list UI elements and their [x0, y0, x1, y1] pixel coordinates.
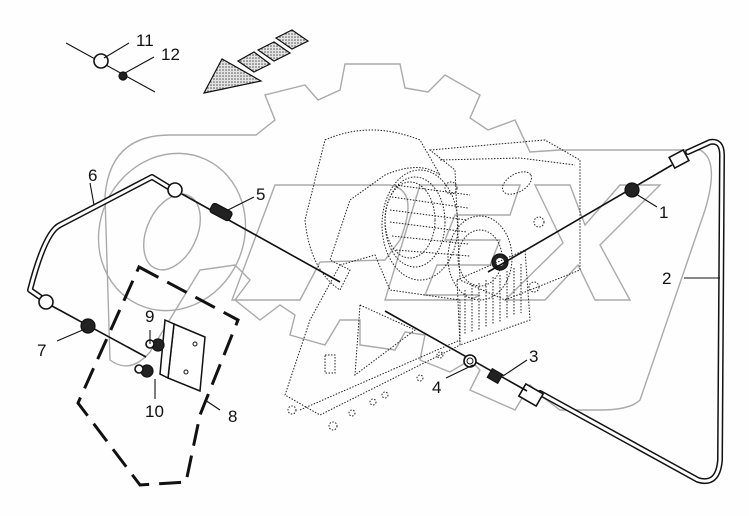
motor-gearbox-assembly: [284, 129, 581, 431]
valve-block: [159, 318, 206, 393]
part-3-nut-icon: [486, 367, 504, 385]
part-11-12-nut-assembly: [65, 42, 156, 93]
label-part-5: 5: [256, 185, 265, 204]
label-part-8: 8: [228, 407, 237, 426]
watermark-gear-outline: [104, 63, 713, 411]
mounting-bracket: [284, 254, 461, 431]
watermark-letter-x: [503, 184, 662, 301]
ring-icon: [118, 71, 128, 81]
label-part-10: 10: [145, 402, 164, 421]
part-1-fitting-icon: [624, 182, 640, 198]
tube-nut-top-icon: [167, 182, 183, 198]
label-part-11: 11: [136, 31, 154, 50]
direction-arrow-icon: [202, 29, 310, 94]
part-7-axis-line: [51, 305, 147, 358]
part-1-axis-line: [487, 164, 673, 273]
part-10-cap-icon: [134, 364, 144, 374]
part-5-union-icon: [209, 202, 233, 222]
label-part-4: 4: [432, 378, 441, 397]
label-part-9: 9: [145, 307, 154, 326]
part-3-4-axis-line: [384, 310, 528, 392]
label-part-12: 12: [161, 45, 180, 64]
tube-nut-bottom-icon: [38, 294, 54, 310]
part-number-labels: 1 2 3 4 5 6 7 8 9 10 11 12: [37, 31, 671, 426]
label-part-1: 1: [659, 203, 668, 222]
watermark-letter-o: [97, 152, 247, 312]
part-5-axis-line: [181, 193, 341, 283]
leader-lines: [56, 182, 720, 411]
hose-nut-bottom-icon: [517, 382, 545, 408]
label-part-2: 2: [662, 269, 671, 288]
label-part-3: 3: [529, 347, 538, 366]
nut-icon: [93, 53, 109, 69]
cooling-fins: [456, 249, 531, 346]
part-8-valve-group: [76, 264, 240, 487]
label-part-7: 7: [37, 341, 46, 360]
part-6-tube: [27, 174, 183, 310]
label-part-6: 6: [88, 166, 97, 185]
part-7-fitting-icon: [80, 318, 96, 334]
part-2-hose: [517, 138, 725, 484]
hose-nut-top-icon: [668, 148, 690, 170]
